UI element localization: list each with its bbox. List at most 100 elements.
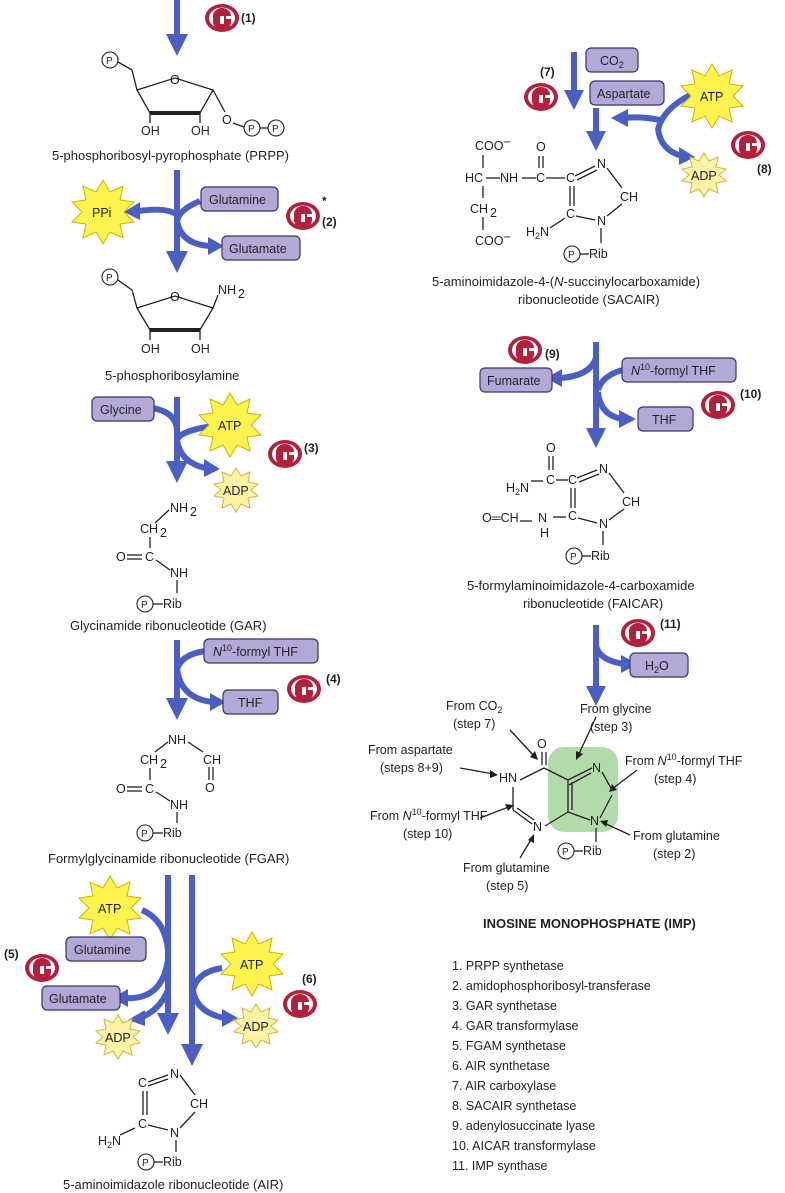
- svg-text:N: N: [533, 820, 542, 834]
- svg-text:CH: CH: [620, 190, 638, 204]
- svg-text:CH: CH: [190, 1097, 208, 1111]
- enzyme-icon-step-7: [524, 83, 558, 111]
- gar-label: Glycinamide ribonucleotide (GAR): [70, 618, 267, 633]
- svg-text:C: C: [546, 473, 555, 487]
- svg-text:2: 2: [160, 526, 167, 540]
- thf-pill-step10: THF: [637, 406, 694, 432]
- adp-label-step8: ADP: [691, 169, 717, 183]
- svg-text:O: O: [116, 782, 126, 796]
- svg-text:N10-formyl THF: N10-formyl THF: [631, 362, 716, 378]
- enzyme-icon-step-10: [701, 391, 735, 419]
- svg-text:O: O: [546, 441, 556, 455]
- svg-text:O: O: [170, 290, 180, 304]
- enzyme-icon-step-1: [205, 4, 239, 32]
- sacair-label-2: ribonucleotide (SACAIR): [518, 292, 660, 307]
- svg-text:COO−: COO−: [475, 230, 511, 248]
- svg-text:O: O: [536, 140, 546, 154]
- enzyme-icon-step-11: [621, 619, 655, 647]
- source-glycine-step: (step 3): [590, 720, 632, 734]
- n10-formyl-thf-pill-step10: N10-formyl THF: [621, 357, 737, 383]
- aspartate-pill: Aspartate: [589, 80, 665, 106]
- svg-text:N: N: [597, 214, 606, 228]
- atp-label-step3: ATP: [218, 419, 241, 433]
- ppi-label: PPi: [92, 206, 111, 220]
- svg-text:P: P: [141, 600, 148, 611]
- source-aspartate: From aspartate: [368, 743, 453, 757]
- svg-text:NH: NH: [168, 733, 186, 747]
- svg-text:P: P: [142, 1158, 149, 1169]
- glutamate-pill-step5: Glutamate: [41, 985, 121, 1011]
- source-glutamine-bottom: From glutamine: [463, 861, 550, 875]
- glycine-pill: Glycine: [91, 396, 155, 422]
- svg-text:P: P: [272, 124, 279, 135]
- svg-text:NH: NH: [170, 798, 188, 812]
- source-n10-right-step: (step 4): [654, 772, 696, 786]
- svg-text:NH: NH: [170, 501, 188, 515]
- svg-text:N: N: [599, 517, 608, 531]
- svg-text:2: 2: [490, 206, 497, 220]
- enzyme-icon-step-6: [283, 990, 317, 1018]
- h2o-pill: H2O: [629, 652, 689, 678]
- svg-text:C: C: [145, 782, 154, 796]
- enzyme-list-item: 5. FGAM synthetase: [452, 1039, 566, 1053]
- enzyme-list-item: 8. SACAIR synthetase: [452, 1099, 576, 1113]
- step-10-label: (10): [740, 387, 761, 401]
- n10-formyl-thf-pill-step4: N10-formyl THF: [203, 638, 319, 664]
- imp-structure: O H N N N N P Rib: [499, 737, 618, 860]
- svg-text:Glutamine: Glutamine: [209, 193, 266, 207]
- enzyme-list-item: 9. adenylosuccinate lyase: [452, 1119, 595, 1133]
- enzyme-list-item: 3. GAR synthetase: [452, 999, 557, 1013]
- svg-text:C: C: [145, 550, 154, 564]
- svg-text:Rib: Rib: [589, 247, 608, 261]
- svg-text:Aspartate: Aspartate: [597, 87, 651, 101]
- svg-text:P: P: [562, 847, 569, 858]
- enzyme-icon-step-4: [287, 675, 321, 703]
- svg-text:2: 2: [190, 505, 197, 519]
- glutamine-pill-step5: Glutamine: [65, 936, 147, 962]
- enzyme-list-item: 1. PRPP synthetase: [452, 959, 564, 973]
- svg-text:CH: CH: [622, 495, 640, 509]
- prpp-label: 5-phosphoribosyl-pyrophosphate (PRPP): [52, 148, 289, 163]
- svg-text:NH: NH: [218, 283, 236, 297]
- fumarate-pill: Fumarate: [479, 367, 553, 393]
- svg-text:P: P: [570, 552, 577, 563]
- source-glutamine-right: From glutamine: [633, 829, 720, 843]
- svg-text:P: P: [106, 273, 113, 284]
- svg-text:C: C: [568, 509, 577, 523]
- enzyme-list: 1. PRPP synthetase 2. amidophosphoribosy…: [452, 959, 651, 1173]
- svg-text:OH: OH: [141, 342, 160, 356]
- atp-label-step6: ATP: [240, 958, 263, 972]
- svg-text:THF: THF: [652, 413, 677, 427]
- svg-text:O: O: [537, 737, 547, 751]
- svg-text:C: C: [566, 171, 575, 185]
- step-1-label: (1): [241, 11, 256, 25]
- arrow-step-7: [564, 52, 584, 110]
- svg-text:CH: CH: [140, 522, 158, 536]
- arrow-step-8: [586, 92, 695, 165]
- arrow-step-1: [166, 0, 188, 56]
- sacair-label-1: 5-aminoimidazole-4-(N-succinylocarboxami…: [432, 274, 700, 289]
- svg-text:N10-formyl THF: N10-formyl THF: [213, 643, 298, 659]
- svg-text:H2N: H2N: [98, 1134, 121, 1150]
- svg-text:CO2: CO2: [600, 54, 624, 70]
- step-5-label: (5): [4, 947, 19, 961]
- svg-text:C: C: [536, 171, 545, 185]
- svg-text:C: C: [568, 473, 577, 487]
- svg-text:N: N: [592, 761, 601, 775]
- source-co2: From CO2: [446, 699, 502, 715]
- svg-text:N: N: [538, 511, 547, 525]
- step-11-label: (11): [660, 617, 681, 631]
- adp-label-step6: ADP: [243, 1020, 269, 1034]
- air-label: 5-aminoimidazole ribonucleotide (AIR): [63, 1177, 283, 1192]
- svg-text:P: P: [106, 56, 113, 67]
- step-7-label: (7): [540, 65, 555, 79]
- svg-text:Glutamine: Glutamine: [74, 943, 131, 957]
- svg-text:Rib: Rib: [163, 1155, 182, 1169]
- sacair-structure: COO− HC NH C O C N CH C N H2N P Rib CH 2…: [465, 135, 638, 263]
- fgar-label: Formylglycinamide ribonucleotide (FGAR): [48, 851, 289, 866]
- atp-label-step8: ATP: [700, 90, 723, 104]
- svg-text:CH: CH: [470, 202, 488, 216]
- source-aspartate-step: (steps 8+9): [380, 761, 443, 775]
- step-6-label: (6): [302, 972, 317, 986]
- svg-text:2: 2: [238, 287, 245, 301]
